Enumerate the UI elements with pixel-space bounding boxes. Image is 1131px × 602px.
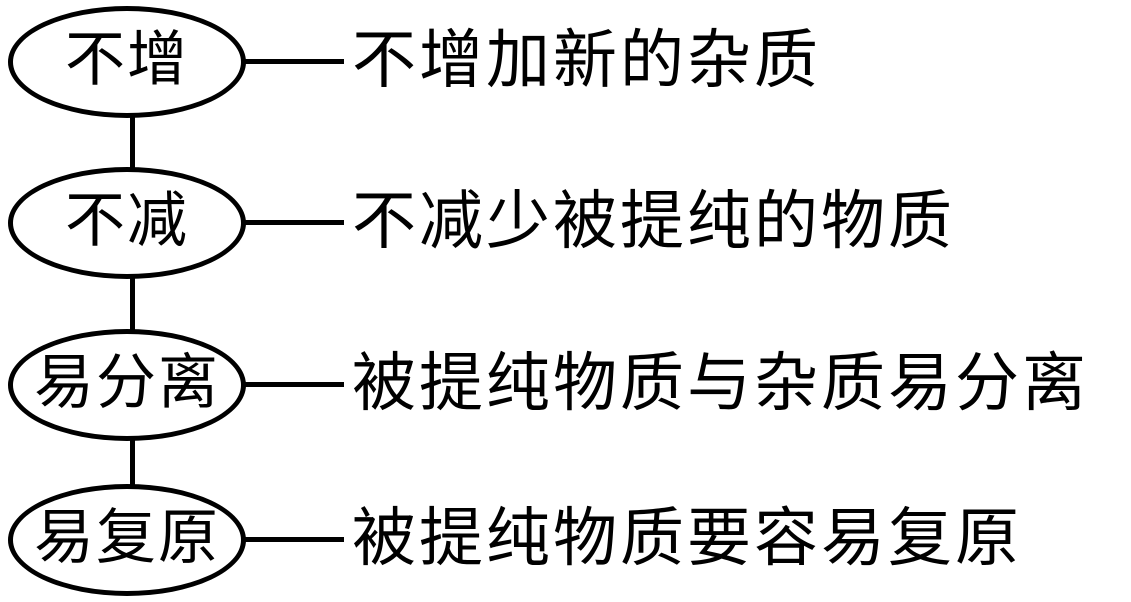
ellipse-node-buzeng: 不增 (8, 6, 246, 118)
description-text: 不减少被提纯的物质 (352, 186, 955, 257)
vertical-connector-line (130, 114, 135, 170)
description-text: 不增加新的杂质 (352, 25, 821, 96)
node-label: 易分离 (34, 350, 220, 416)
description-text: 被提纯物质要容易复原 (352, 503, 1022, 574)
horizontal-connector-line (244, 220, 344, 225)
horizontal-connector-line (244, 537, 344, 542)
ellipse-node-yifenli: 易分离 (8, 329, 246, 441)
ellipse-node-bujian: 不减 (8, 167, 246, 279)
horizontal-connector-line (244, 382, 344, 387)
node-label: 易复原 (34, 505, 220, 571)
horizontal-connector-line (244, 59, 344, 64)
node-label: 不增 (65, 27, 189, 93)
vertical-connector-line (130, 437, 135, 487)
description-text: 被提纯物质与杂质易分离 (352, 348, 1089, 419)
ellipse-node-yifuyuan: 易复原 (8, 484, 246, 596)
node-label: 不减 (65, 188, 189, 254)
vertical-connector-line (130, 275, 135, 332)
